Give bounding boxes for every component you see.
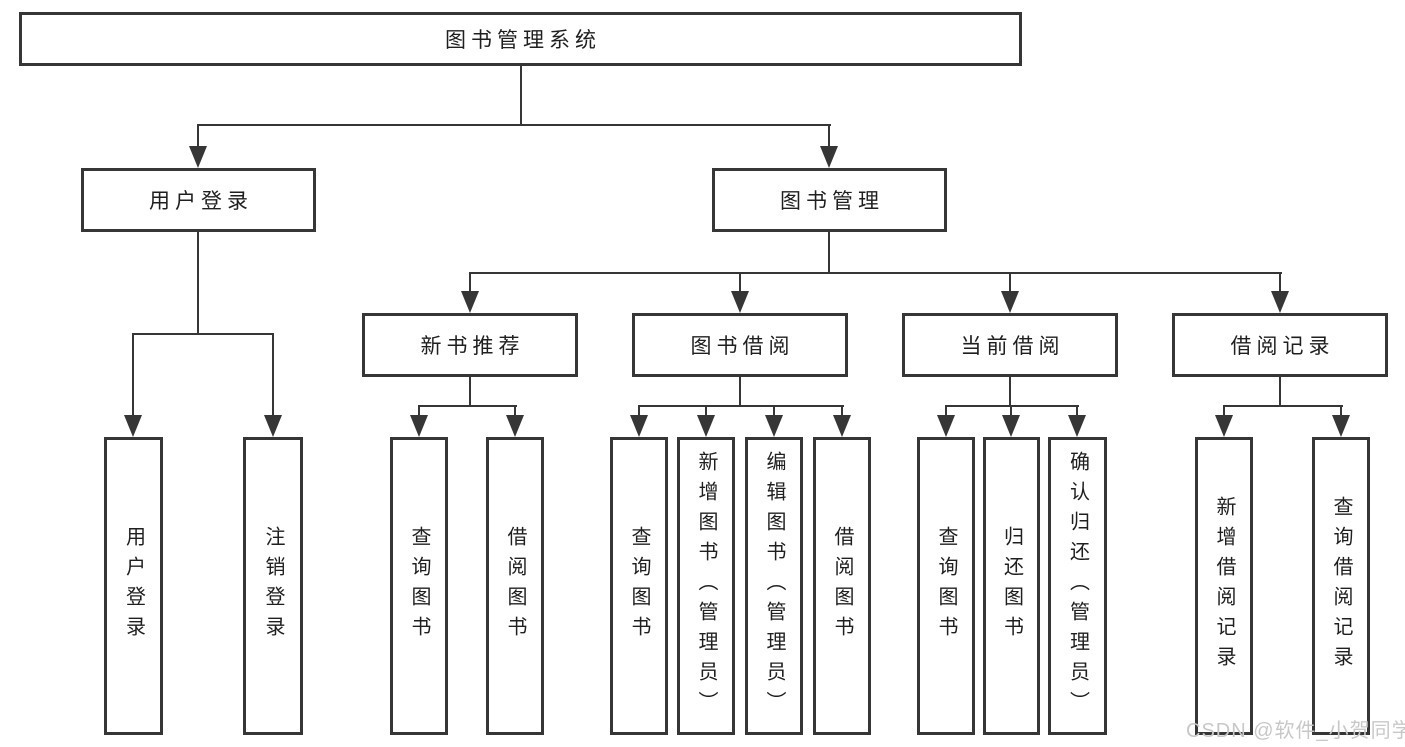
edge-stem-leaf-6 <box>773 405 775 419</box>
leaf-confirm-return-admin: 确认归还（管理员） <box>1048 437 1107 735</box>
arrowhead-current-borrow <box>1001 291 1019 313</box>
arrowhead-user-login <box>189 146 207 168</box>
arrowhead-leaf-0 <box>124 415 142 437</box>
leaf-logout: 注销登录 <box>243 437 303 735</box>
edge-stem-leaf-10 <box>1076 405 1078 419</box>
edge-current-borrow-stem <box>1009 377 1011 407</box>
edge-new-book-stem <box>469 377 471 407</box>
arrowhead-leaf-2 <box>410 415 428 437</box>
arrowhead-new-book <box>461 291 479 313</box>
leaf-query-books-1: 查询图书 <box>390 437 448 735</box>
edge-stem-book-borrow <box>739 272 741 294</box>
leaf-user-login: 用户登录 <box>104 437 163 735</box>
edge-book-borrow-rail <box>638 405 844 407</box>
edge-stem-leaf-0 <box>132 333 134 419</box>
arrowhead-leaf-7 <box>833 415 851 437</box>
edge-root-rail <box>197 124 831 126</box>
edge-borrow-record-stem <box>1279 377 1281 407</box>
arrowhead-leaf-8 <box>937 415 955 437</box>
edge-stem-leaf-4 <box>638 405 640 419</box>
edge-root-stem <box>520 66 522 126</box>
edge-book-mgmt-stem <box>828 232 830 274</box>
arrowhead-leaf-5 <box>697 415 715 437</box>
arrowhead-leaf-6 <box>765 415 783 437</box>
leaf-add-books-admin: 新增图书（管理员） <box>677 437 735 735</box>
edge-borrow-record-rail <box>1223 405 1343 407</box>
edge-stem-leaf-1 <box>272 333 274 419</box>
edge-stem-leaf-3 <box>514 405 516 419</box>
edge-stem-current-borrow <box>1009 272 1011 294</box>
node-book-borrow: 图书借阅 <box>632 313 848 377</box>
edge-book-mgmt-rail <box>469 272 1282 274</box>
arrowhead-leaf-12 <box>1332 415 1350 437</box>
arrowhead-leaf-4 <box>630 415 648 437</box>
node-new-book-recommend: 新书推荐 <box>362 313 578 377</box>
arrowhead-leaf-11 <box>1215 415 1233 437</box>
edge-user-login-rail <box>132 333 274 335</box>
edge-stem-leaf-9 <box>1010 405 1012 419</box>
csdn-watermark: CSDN @软件_小贺同学 <box>1186 720 1405 742</box>
edge-book-borrow-stem <box>739 377 741 407</box>
leaf-borrow-books-2: 借阅图书 <box>813 437 871 735</box>
node-current-borrow: 当前借阅 <box>902 313 1118 377</box>
edge-stem-new-book <box>469 272 471 294</box>
edge-stem-leaf-11 <box>1223 405 1225 419</box>
edge-stem-leaf-12 <box>1340 405 1342 419</box>
leaf-borrow-books-1: 借阅图书 <box>486 437 544 735</box>
edge-user-login-stem <box>197 232 199 335</box>
leaf-add-borrow-record: 新增借阅记录 <box>1195 437 1253 735</box>
edge-stem-leaf-8 <box>945 405 947 419</box>
arrowhead-leaf-10 <box>1068 415 1086 437</box>
arrowhead-borrow-record <box>1271 291 1289 313</box>
edge-stem-leaf-7 <box>841 405 843 419</box>
edge-current-borrow-rail <box>945 405 1079 407</box>
leaf-edit-books-admin: 编辑图书（管理员） <box>745 437 803 735</box>
edge-stem-leaf-5 <box>705 405 707 419</box>
node-book-management: 图书管理 <box>712 168 947 232</box>
arrowhead-leaf-9 <box>1002 415 1020 437</box>
edge-new-book-rail <box>418 405 517 407</box>
leaf-query-books-3: 查询图书 <box>917 437 975 735</box>
node-root: 图书管理系统 <box>19 12 1022 66</box>
node-borrow-record: 借阅记录 <box>1172 313 1388 377</box>
edge-stem-leaf-2 <box>418 405 420 419</box>
edge-stem-borrow-record <box>1279 272 1281 294</box>
node-user-login: 用户登录 <box>81 168 316 232</box>
arrowhead-book-borrow <box>731 291 749 313</box>
arrowhead-book-mgmt <box>820 146 838 168</box>
arrowhead-leaf-3 <box>506 415 524 437</box>
edge-stem-book-mgmt <box>828 124 830 150</box>
leaf-query-borrow-record: 查询借阅记录 <box>1312 437 1370 735</box>
leaf-query-books-2: 查询图书 <box>610 437 668 735</box>
edge-stem-user-login <box>197 124 199 150</box>
leaf-return-books: 归还图书 <box>983 437 1040 735</box>
arrowhead-leaf-1 <box>264 415 282 437</box>
